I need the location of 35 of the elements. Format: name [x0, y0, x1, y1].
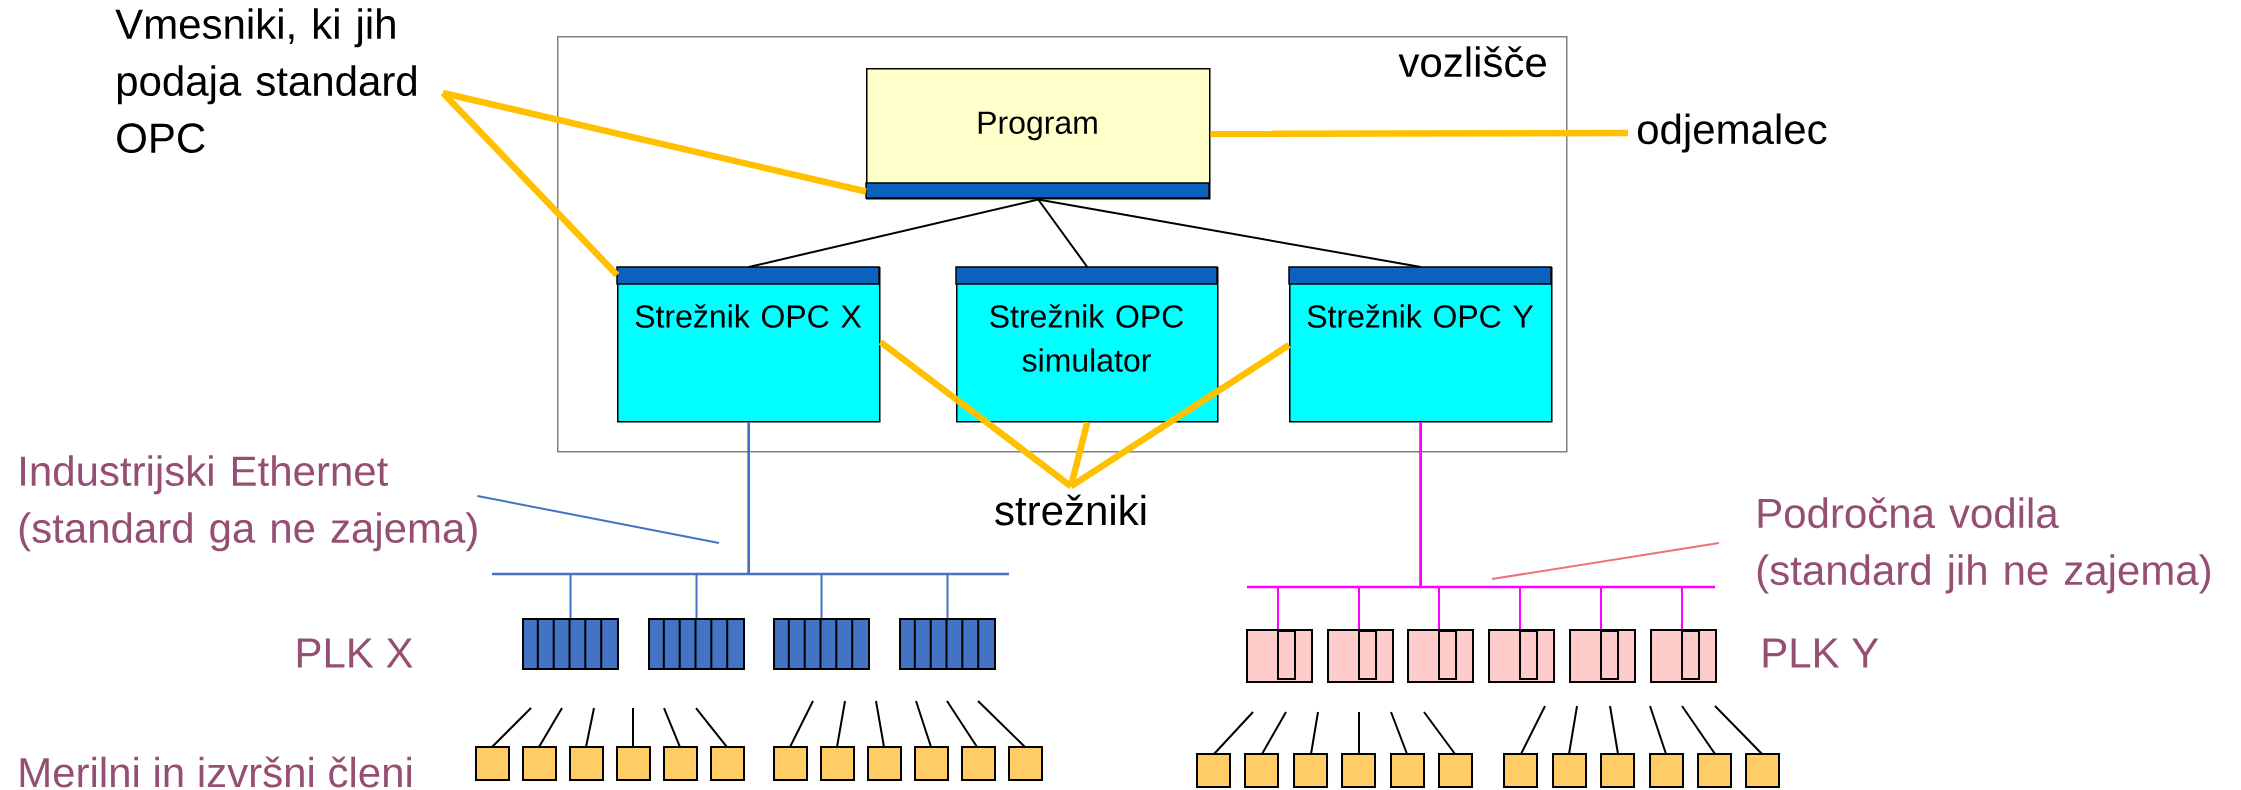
plc-module — [1650, 629, 1717, 683]
plc-module — [899, 617, 996, 670]
server-box: Strežnik OPC Y — [1288, 266, 1553, 423]
server-box: Strežnik OPC X — [616, 266, 881, 423]
callout-text: Vmesniki, ki jih podaja standard OPC — [115, 8, 416, 154]
plc-module — [1407, 629, 1474, 683]
connector-line — [1037, 198, 1422, 268]
leader-line — [1069, 342, 1291, 490]
plc-module — [522, 617, 619, 670]
leader-line — [1210, 129, 1629, 137]
leader-line — [440, 90, 620, 278]
network-label: Industrijski Ethernet (standard ga ne zajema) — [19, 455, 477, 552]
plc-label: PLK Y — [1763, 638, 1879, 668]
plc-module — [1327, 629, 1394, 683]
leader-line — [1067, 421, 1091, 488]
program-box: Program — [865, 68, 1211, 200]
plc-label: PLK X — [297, 638, 413, 668]
connector-line — [1419, 421, 1683, 630]
leader-line — [878, 339, 1073, 489]
component-label: Merilni in izvršni členi — [20, 756, 412, 788]
connector-line — [747, 198, 1040, 268]
network-label: Področna vodila (standard jih ne zajema) — [1757, 497, 2211, 594]
server-box: Strežnik OPC simulator — [955, 266, 1219, 423]
plc-module — [773, 617, 870, 670]
leader-line — [442, 89, 867, 195]
connector-line — [747, 421, 949, 619]
connector-line — [1037, 198, 1089, 268]
plc-module — [1246, 629, 1313, 683]
plc-module — [648, 617, 745, 670]
plc-module — [1569, 629, 1636, 683]
client-label: odjemalec — [1638, 113, 1827, 153]
plc-module — [1488, 629, 1555, 683]
leader-line — [476, 495, 720, 544]
server-group-label: strežniki — [995, 494, 1146, 526]
leader-line — [1491, 542, 1720, 580]
